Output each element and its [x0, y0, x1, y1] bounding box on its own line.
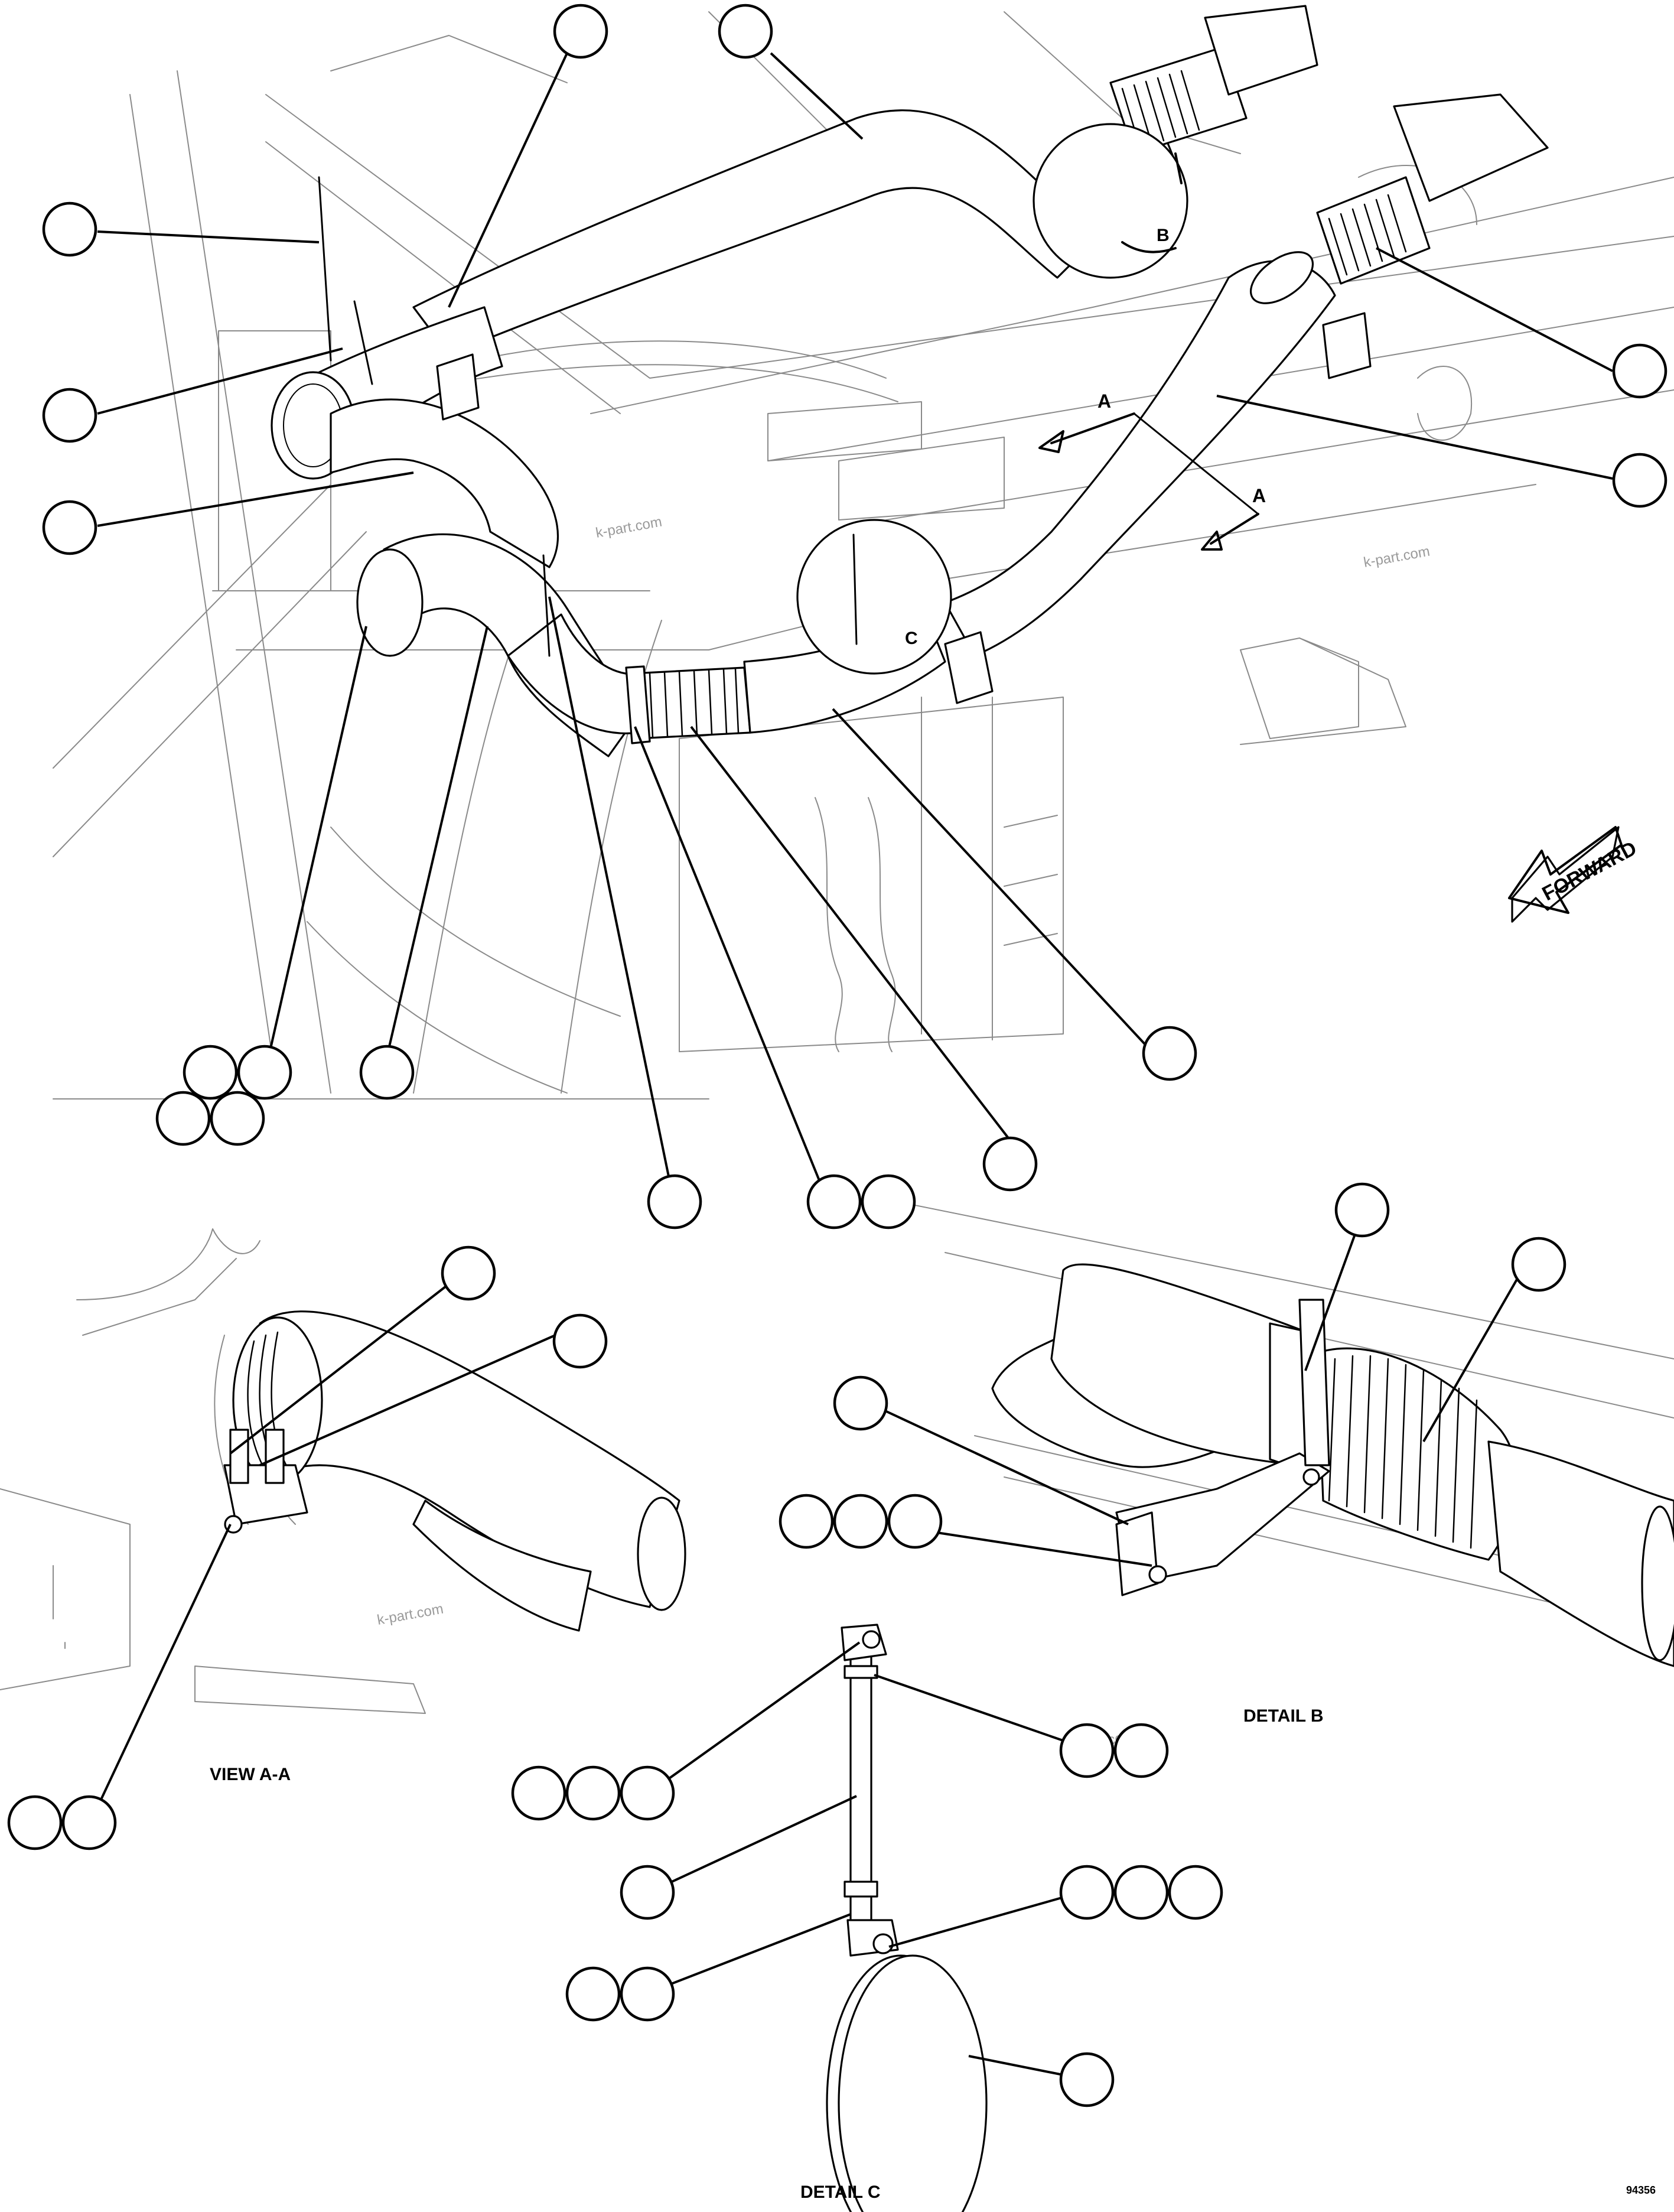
callout-bubble	[1511, 1237, 1566, 1292]
callout-bubble	[1168, 1865, 1223, 1920]
callout-bubble	[7, 1795, 63, 1850]
callout-bubble	[210, 1091, 265, 1146]
view-a-label-lower: A	[1252, 485, 1266, 506]
callout-bubble	[779, 1494, 834, 1549]
drawing-number: 94356	[1626, 2184, 1656, 2196]
callout-bubble	[833, 1494, 888, 1549]
callout-bubble	[1334, 1182, 1390, 1238]
callout-bubble	[237, 1045, 292, 1100]
callout-bubble	[1059, 1723, 1115, 1778]
callout-bubble	[833, 1375, 888, 1431]
callout-bubble	[155, 1091, 211, 1146]
detail-c-title: DETAIL C	[800, 2182, 881, 2202]
callout-bubble	[42, 201, 97, 257]
callout-bubble	[620, 1966, 675, 2022]
section-arrows-a: A A B C	[905, 152, 1266, 648]
callout-bubble	[42, 388, 97, 443]
callout-bubbles	[7, 4, 1668, 2107]
watermark-2: k-part.com	[1362, 544, 1431, 571]
callout-bubble	[1612, 343, 1668, 399]
callout-bubble	[982, 1136, 1038, 1192]
callout-bubble	[441, 1245, 496, 1301]
detail-c-section: DETAIL C 94356	[800, 1624, 1656, 2212]
callout-bubble	[359, 1045, 415, 1100]
callout-bubble	[1113, 1865, 1169, 1920]
callout-bubble	[552, 1313, 608, 1369]
detail-b-section: DETAIL B	[885, 1199, 1674, 1726]
callout-bubble	[61, 1795, 117, 1850]
view-a-label-upper: A	[1097, 391, 1111, 412]
detail-b-title: DETAIL B	[1243, 1706, 1324, 1726]
main-exhaust-pipe-assembly	[271, 5, 1549, 757]
callout-bubble	[42, 500, 97, 555]
callout-bubble	[806, 1174, 862, 1229]
callout-bubble	[861, 1174, 916, 1229]
callout-bubble	[565, 1765, 621, 1821]
callout-bubble	[1059, 1865, 1115, 1920]
callout-bubble	[183, 1045, 238, 1100]
callout-bubble	[620, 1765, 675, 1821]
callout-bubble	[1113, 1723, 1169, 1778]
callout-bubble	[887, 1494, 943, 1549]
callout-bubble	[647, 1174, 702, 1229]
detail-b-reference: B	[1157, 226, 1170, 245]
callout-bubble	[1059, 2052, 1115, 2107]
view-a-a-section: VIEW A-A	[0, 1228, 686, 1784]
callout-bubble	[620, 1865, 675, 1920]
callout-bubble	[511, 1765, 566, 1821]
watermark-3: k-part.com	[376, 1601, 444, 1628]
callout-bubble	[553, 4, 608, 59]
watermark-1: k-part.com	[594, 514, 663, 541]
callout-bubble	[1612, 453, 1668, 508]
callout-bubble	[565, 1966, 621, 2022]
callout-bubble	[718, 4, 773, 59]
detail-c-reference: C	[905, 629, 918, 648]
view-a-a-title: VIEW A-A	[210, 1765, 291, 1784]
callout-bubble	[1142, 1026, 1197, 1081]
forward-direction-arrow: FORWARD	[1508, 826, 1640, 923]
